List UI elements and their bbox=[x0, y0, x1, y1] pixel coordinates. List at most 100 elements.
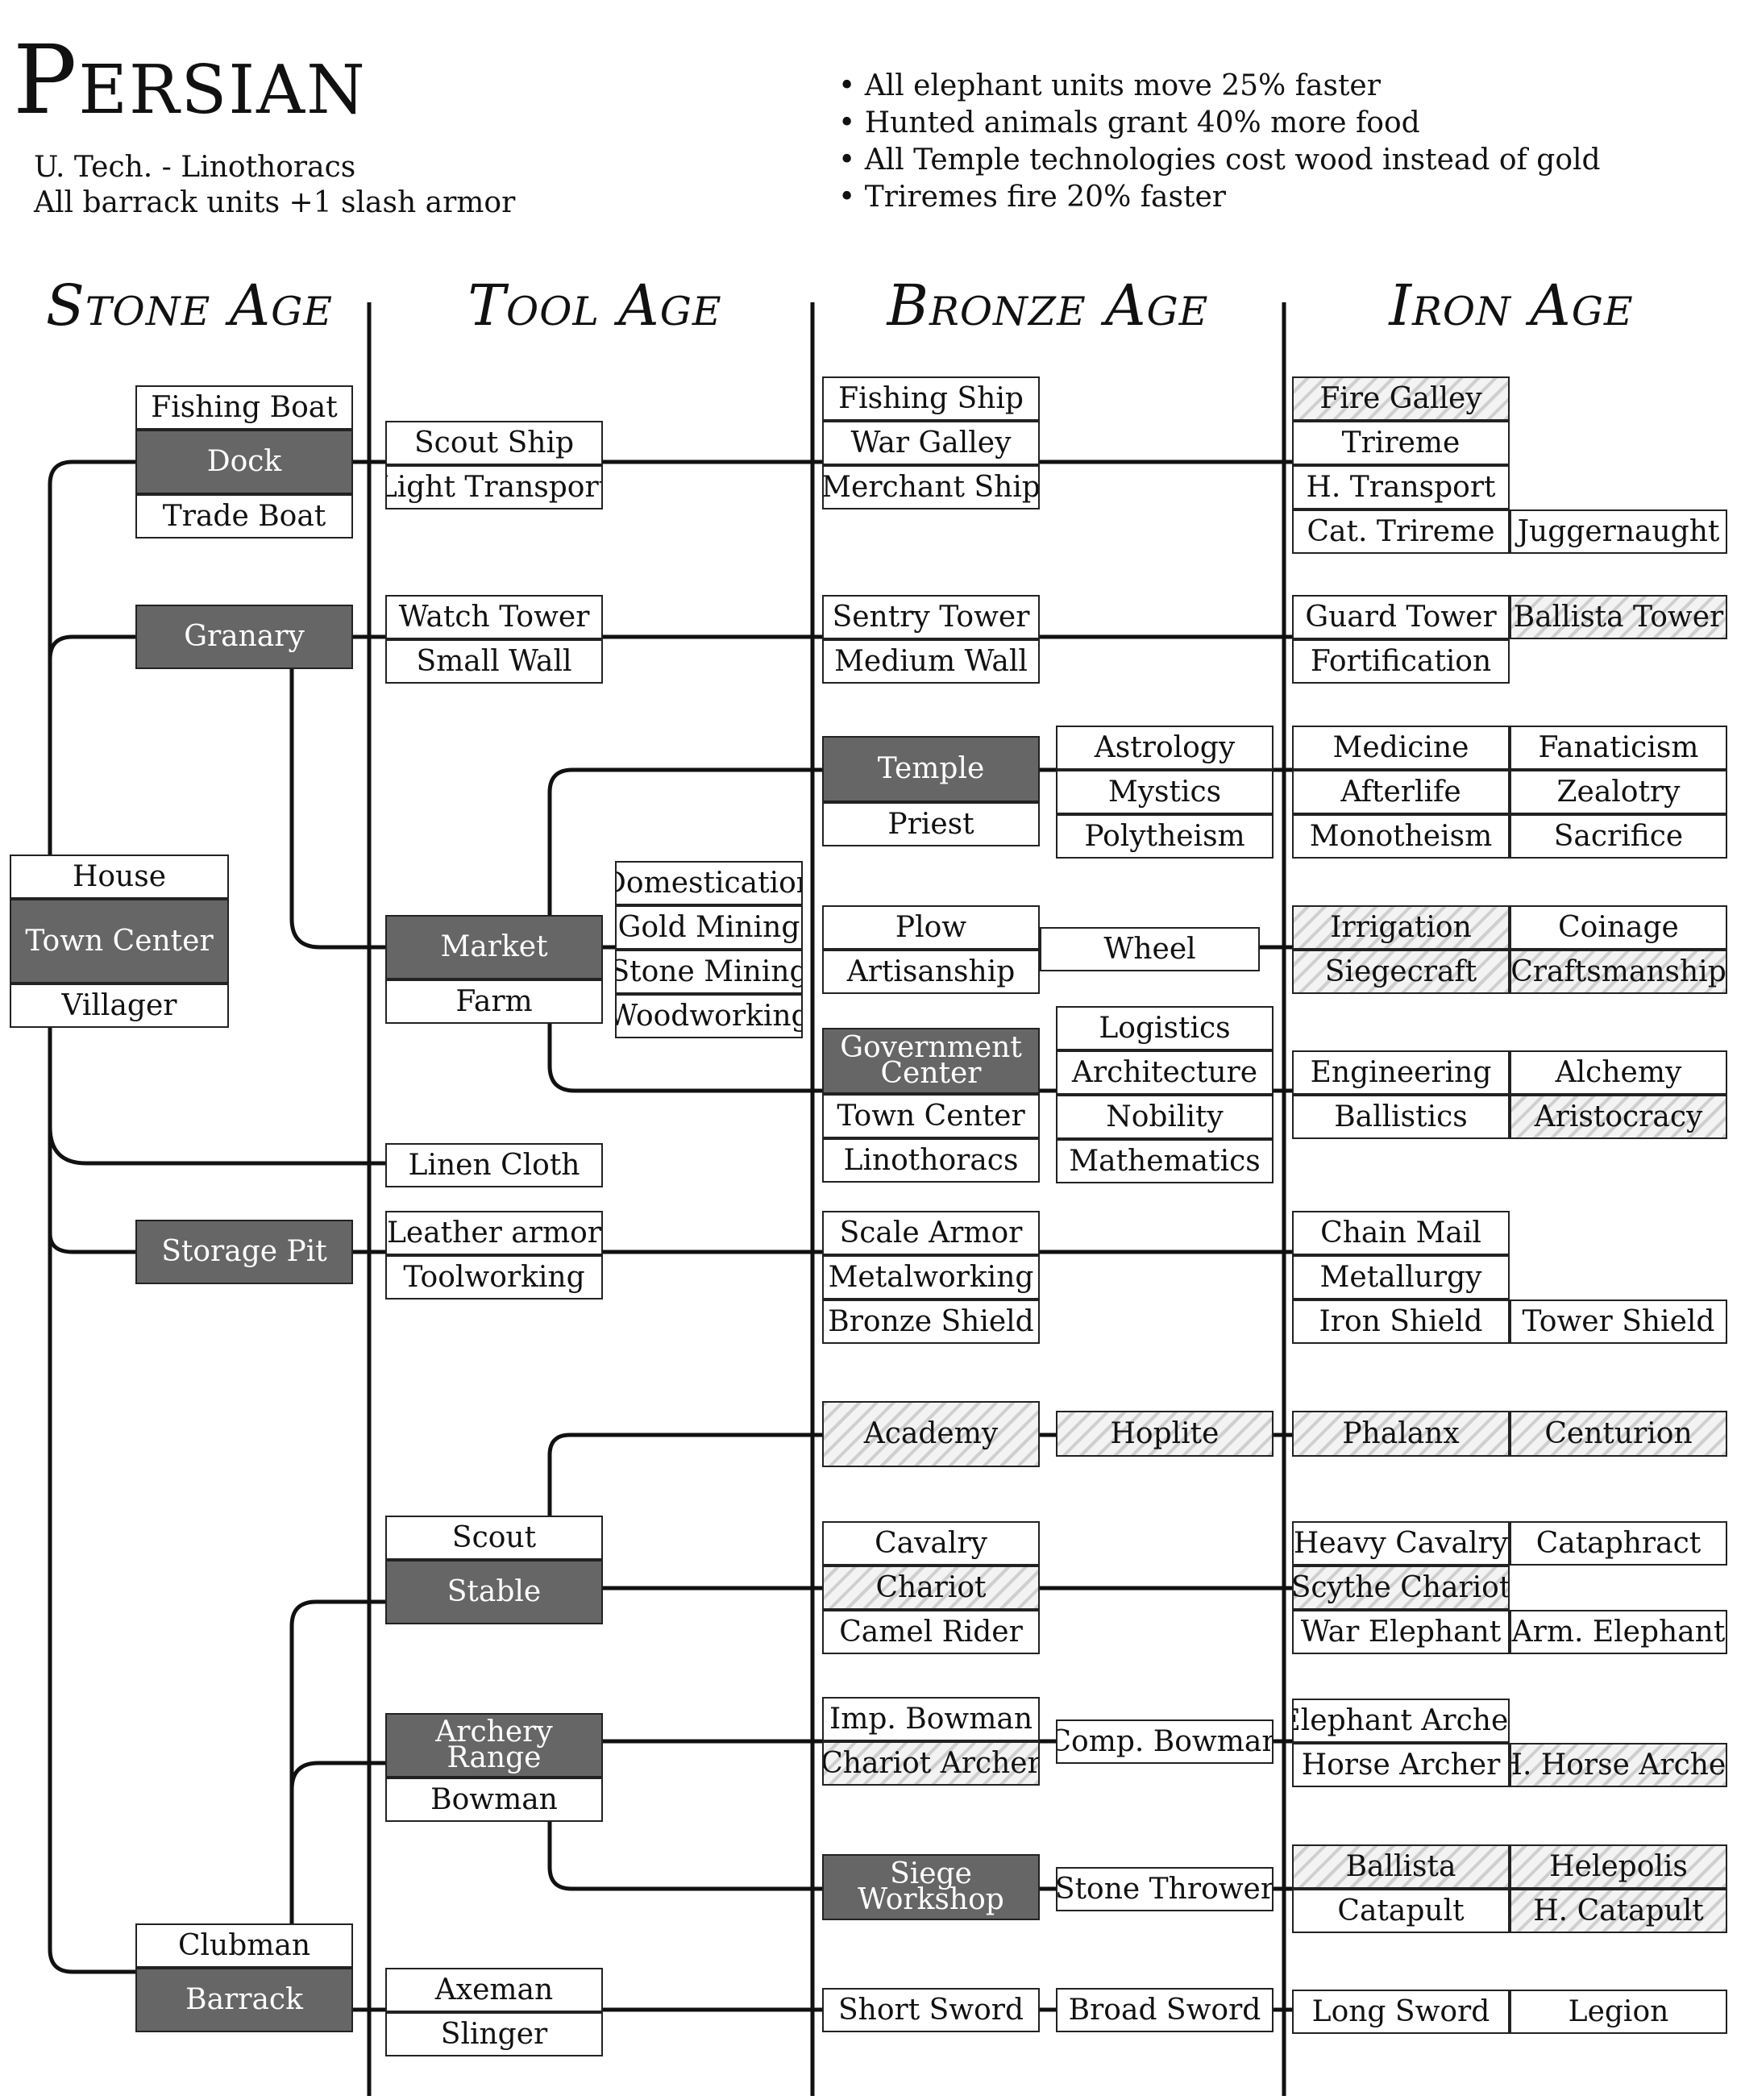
unit-broad-sword[interactable]: Broad Sword bbox=[1056, 1988, 1274, 2032]
unit-chariot[interactable]: Chariot bbox=[822, 1566, 1040, 1610]
unit-scout[interactable]: Scout bbox=[385, 1516, 603, 1560]
unit-fishing-ship[interactable]: Fishing Ship bbox=[822, 376, 1040, 421]
building-barrack[interactable]: Barrack bbox=[135, 1968, 353, 2032]
tech-iron-shield[interactable]: Iron Shield bbox=[1292, 1300, 1510, 1344]
tech-tower-shield[interactable]: Tower Shield bbox=[1510, 1300, 1727, 1344]
tech-scale-armor[interactable]: Scale Armor bbox=[822, 1211, 1040, 1255]
unit-h-transport[interactable]: H. Transport bbox=[1292, 465, 1510, 509]
unit-short-sword[interactable]: Short Sword bbox=[822, 1988, 1040, 2032]
tech-gold-mining[interactable]: Gold Mining bbox=[615, 905, 803, 950]
building-siege-workshop[interactable]: Siege Workshop bbox=[822, 1854, 1040, 1920]
tech-fortification[interactable]: Fortification bbox=[1292, 639, 1510, 684]
unit-trireme[interactable]: Trireme bbox=[1292, 421, 1510, 465]
building-watch-tower[interactable]: Watch Tower bbox=[385, 595, 603, 639]
building-sentry-tower[interactable]: Sentry Tower bbox=[822, 595, 1040, 639]
unit-fire-galley[interactable]: Fire Galley bbox=[1292, 376, 1510, 421]
building-market[interactable]: Market bbox=[385, 915, 603, 979]
tech-ballistics[interactable]: Ballistics bbox=[1292, 1095, 1510, 1139]
unit-comp-bowman[interactable]: Comp. Bowman bbox=[1056, 1720, 1274, 1764]
unit-clubman[interactable]: Clubman bbox=[135, 1923, 353, 1968]
unit-camel-rider[interactable]: Camel Rider bbox=[822, 1610, 1040, 1654]
tech-fanaticism[interactable]: Fanaticism bbox=[1510, 726, 1727, 770]
tech-zealotry[interactable]: Zealotry bbox=[1510, 770, 1727, 814]
building-academy[interactable]: Academy bbox=[822, 1401, 1040, 1467]
unit-bowman[interactable]: Bowman bbox=[385, 1778, 603, 1822]
building-guard-tower[interactable]: Guard Tower bbox=[1292, 595, 1510, 639]
tech-domestication[interactable]: Domestication bbox=[615, 861, 803, 905]
tech-artisanship[interactable]: Artisanship bbox=[822, 950, 1040, 994]
tech-engineering[interactable]: Engineering bbox=[1292, 1050, 1510, 1095]
tech-chain-mail[interactable]: Chain Mail bbox=[1292, 1211, 1510, 1255]
unit-heavy-cavalry[interactable]: Heavy Cavalry bbox=[1292, 1521, 1510, 1566]
unit-fishing-boat[interactable]: Fishing Boat bbox=[135, 385, 353, 430]
tech-plow[interactable]: Plow bbox=[822, 905, 1040, 950]
tech-craftsmanship[interactable]: Craftsmanship bbox=[1510, 950, 1727, 994]
tech-leather-armor[interactable]: Leather armor bbox=[385, 1211, 603, 1255]
tech-stone-mining[interactable]: Stone Mining bbox=[615, 950, 803, 994]
unit-light-transport[interactable]: Light Transport bbox=[385, 465, 603, 509]
tech-irrigation[interactable]: Irrigation bbox=[1292, 905, 1510, 950]
building-town-center-bronze[interactable]: Town Center bbox=[822, 1094, 1040, 1138]
building-medium-wall[interactable]: Medium Wall bbox=[822, 639, 1040, 684]
unit-juggernaught[interactable]: Juggernaught bbox=[1510, 509, 1727, 554]
unit-h-catapult[interactable]: H. Catapult bbox=[1510, 1889, 1727, 1933]
unit-merchant-ship[interactable]: Merchant Ship bbox=[822, 465, 1040, 509]
tech-toolworking[interactable]: Toolworking bbox=[385, 1255, 603, 1300]
tech-woodworking[interactable]: Woodworking bbox=[615, 994, 803, 1038]
building-farm[interactable]: Farm bbox=[385, 979, 603, 1024]
unit-scout-ship[interactable]: Scout Ship bbox=[385, 421, 603, 465]
unit-hoplite[interactable]: Hoplite bbox=[1056, 1411, 1274, 1457]
unit-cavalry[interactable]: Cavalry bbox=[822, 1521, 1040, 1566]
tech-alchemy[interactable]: Alchemy bbox=[1510, 1050, 1727, 1095]
tech-afterlife[interactable]: Afterlife bbox=[1292, 770, 1510, 814]
tech-polytheism[interactable]: Polytheism bbox=[1056, 814, 1274, 859]
house-button[interactable]: House bbox=[10, 855, 229, 899]
building-storage-pit[interactable]: Storage Pit bbox=[135, 1220, 353, 1284]
unit-war-galley[interactable]: War Galley bbox=[822, 421, 1040, 465]
unit-stone-thrower[interactable]: Stone Thrower bbox=[1056, 1867, 1274, 1911]
tech-linothoracs[interactable]: Linothoracs bbox=[822, 1138, 1040, 1183]
unit-scythe-chariot[interactable]: Scythe Chariot bbox=[1292, 1566, 1510, 1610]
tech-siegecraft[interactable]: Siegecraft bbox=[1292, 950, 1510, 994]
tech-coinage[interactable]: Coinage bbox=[1510, 905, 1727, 950]
unit-long-sword[interactable]: Long Sword bbox=[1292, 1990, 1510, 2034]
unit-centurion[interactable]: Centurion bbox=[1510, 1411, 1727, 1457]
tech-architecture[interactable]: Architecture bbox=[1056, 1050, 1274, 1095]
tech-sacrifice[interactable]: Sacrifice bbox=[1510, 814, 1727, 859]
building-archery-range[interactable]: Archery Range bbox=[385, 1713, 603, 1778]
unit-phalanx[interactable]: Phalanx bbox=[1292, 1411, 1510, 1457]
unit-arm-elephant[interactable]: Arm. Elephant bbox=[1510, 1610, 1727, 1654]
building-government-center[interactable]: Government Center bbox=[822, 1028, 1040, 1094]
tech-astrology[interactable]: Astrology bbox=[1056, 726, 1274, 770]
unit-ballista[interactable]: Ballista bbox=[1292, 1844, 1510, 1889]
building-temple[interactable]: Temple bbox=[822, 736, 1040, 802]
unit-chariot-archer[interactable]: Chariot Archer bbox=[822, 1741, 1040, 1786]
unit-helepolis[interactable]: Helepolis bbox=[1510, 1844, 1727, 1889]
building-small-wall[interactable]: Small Wall bbox=[385, 639, 603, 684]
unit-cat-trireme[interactable]: Cat. Trireme bbox=[1292, 509, 1510, 554]
unit-villager[interactable]: Villager bbox=[10, 983, 229, 1028]
building-stable[interactable]: Stable bbox=[385, 1560, 603, 1624]
tech-wheel[interactable]: Wheel bbox=[1040, 927, 1260, 971]
unit-trade-boat[interactable]: Trade Boat bbox=[135, 494, 353, 539]
unit-slinger[interactable]: Slinger bbox=[385, 2012, 603, 2056]
tech-aristocracy[interactable]: Aristocracy bbox=[1510, 1095, 1727, 1139]
tech-bronze-shield[interactable]: Bronze Shield bbox=[822, 1300, 1040, 1344]
unit-h-horse-archer[interactable]: H. Horse Archer bbox=[1510, 1743, 1727, 1787]
unit-cataphract[interactable]: Cataphract bbox=[1510, 1521, 1727, 1566]
unit-war-elephant[interactable]: War Elephant bbox=[1292, 1610, 1510, 1654]
unit-horse-archer[interactable]: Horse Archer bbox=[1292, 1743, 1510, 1787]
building-dock[interactable]: Dock bbox=[135, 430, 353, 494]
tech-linen-cloth[interactable]: Linen Cloth bbox=[385, 1143, 603, 1187]
tech-logistics[interactable]: Logistics bbox=[1056, 1006, 1274, 1050]
tech-monotheism[interactable]: Monotheism bbox=[1292, 814, 1510, 859]
tech-medicine[interactable]: Medicine bbox=[1292, 726, 1510, 770]
unit-priest[interactable]: Priest bbox=[822, 802, 1040, 846]
unit-catapult[interactable]: Catapult bbox=[1292, 1889, 1510, 1933]
building-ballista-tower[interactable]: Ballista Tower bbox=[1510, 595, 1727, 639]
unit-elephant-archer[interactable]: Elephant Archer bbox=[1292, 1699, 1510, 1743]
tech-metalworking[interactable]: Metalworking bbox=[822, 1255, 1040, 1300]
tech-nobility[interactable]: Nobility bbox=[1056, 1095, 1274, 1139]
building-town-center[interactable]: Town Center bbox=[10, 899, 229, 983]
unit-legion[interactable]: Legion bbox=[1510, 1990, 1727, 2034]
